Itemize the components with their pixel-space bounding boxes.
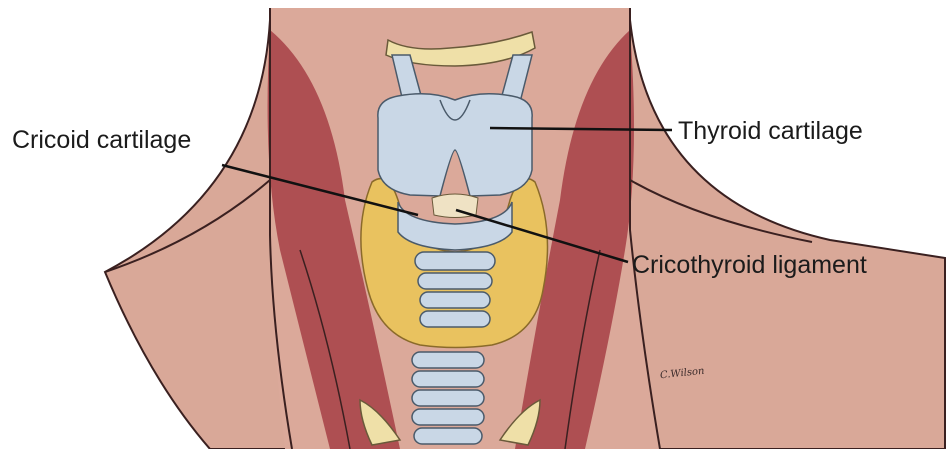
tracheal-ring (412, 371, 484, 387)
thyroid-cartilage-label: Thyroid cartilage (678, 119, 863, 144)
tracheal-ring (420, 292, 490, 308)
tracheal-ring (415, 252, 495, 270)
tracheal-ring (418, 273, 492, 289)
tracheal-ring (412, 352, 484, 368)
tracheal-ring (420, 311, 490, 327)
cricoid-cartilage-label: Cricoid cartilage (12, 128, 191, 153)
cricothyroid-ligament-label: Cricothyroid ligament (632, 253, 867, 278)
tracheal-ring (412, 409, 484, 425)
tracheal-ring (412, 390, 484, 406)
tracheal-ring (414, 428, 482, 444)
